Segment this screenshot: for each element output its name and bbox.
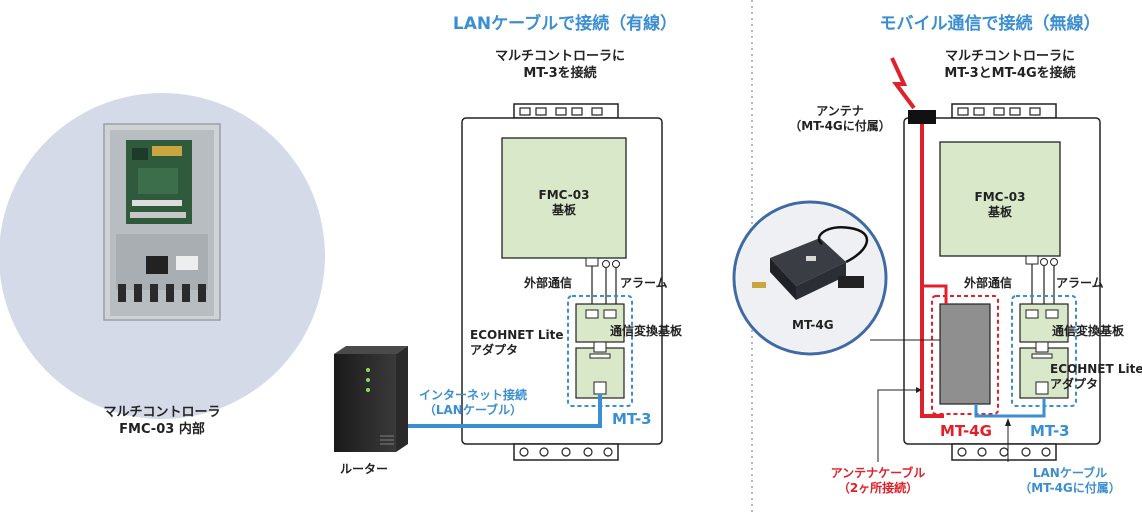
mobile-mt4g-unit: [939, 303, 991, 405]
controller-photo: [103, 123, 221, 321]
lan-ext-comm-label: 外部通信: [524, 276, 573, 290]
mobile-adapter-line1: ECOHNET Lite: [1050, 362, 1142, 376]
mobile-mt3-label: MT-3: [1030, 422, 1070, 440]
lan-internet-line1: インターネット接続: [418, 388, 527, 402]
mobile-lan-cable: [974, 398, 1046, 418]
lan-section-subtitle: マルチコントローラに MT-3を接続: [470, 48, 650, 82]
antenna-cable-line1: アンテナケーブル: [830, 466, 926, 480]
mobile-section-subtitle: マルチコントローラに MT-3とMT-4Gを接続: [920, 48, 1100, 82]
mobile-alarm-label: アラーム: [1056, 276, 1104, 290]
lan-cable: [404, 394, 602, 428]
mobile-ext-comm-label: 外部通信: [964, 276, 1013, 290]
lan-adapter-line2: アダプタ: [470, 343, 519, 357]
mobile-adapter-label: ECOHNET Lite アダプタ: [1050, 362, 1142, 392]
lan-mt3-label: MT-3: [612, 410, 652, 428]
router-graphic: [334, 346, 408, 452]
antenna-cable-line2: （2ヶ所接続）: [837, 481, 919, 495]
lan-adapter-line1: ECOHNET Lite: [470, 328, 564, 342]
mobile-board-line2: 基板: [987, 205, 1012, 219]
lan-board-label: FMC-03 基板: [502, 188, 626, 218]
lan-subtitle-line2: MT-3を接続: [523, 66, 597, 81]
antenna-cable: [920, 118, 944, 418]
mobile-adapter-line2: アダプタ: [1050, 377, 1099, 391]
controller-caption: マルチコントローラ FMC-03 内部: [82, 404, 242, 438]
lan-subtitle-line1: マルチコントローラに: [494, 49, 625, 64]
lan-internet-line2: （LANケーブル）: [423, 403, 523, 417]
mobile-mt4g-outline: [931, 295, 999, 415]
mt4g-photo-label: MT-4G: [792, 318, 834, 332]
lightning-icon: [890, 57, 916, 110]
mobile-mt4g-label: MT-4G: [940, 422, 992, 440]
lan-adapter-label: ECOHNET Lite アダプタ: [470, 328, 564, 358]
lan-fmc-board: [501, 137, 627, 259]
controller-caption-line1: マルチコントローラ: [103, 405, 221, 420]
mobile-section-title: モバイル通信で接続（無線）: [879, 14, 1101, 34]
lan-cable-label: LANケーブル （MT-4Gに付属）: [1010, 466, 1130, 496]
mobile-subtitle-line2: MT-3とMT-4Gを接続: [944, 66, 1076, 81]
lan-cable-line2: （MT-4Gに付属）: [1019, 481, 1121, 495]
lan-section-title: LANケーブルで接続（有線）: [452, 14, 678, 34]
lan-cable-line1: LANケーブル: [1032, 466, 1108, 480]
antenna-cable-leader: [877, 389, 916, 462]
lan-board-line2: 基板: [551, 203, 576, 217]
lan-board-line1: FMC-03: [538, 188, 590, 202]
mobile-board-label: FMC-03 基板: [940, 190, 1060, 220]
antenna-label: アンテナ （MT-4Gに付属）: [780, 104, 900, 134]
mobile-enclosure: [903, 103, 1101, 461]
router-label: ルーター: [340, 462, 389, 476]
mobile-subtitle-line1: マルチコントローラに: [944, 49, 1075, 64]
lan-conv-board-label: 通信変換基板: [610, 324, 683, 338]
mobile-conv-board-label: 通信変換基板: [1052, 324, 1125, 338]
lan-enclosure: [461, 103, 663, 461]
antenna-line1: アンテナ: [816, 104, 864, 118]
lan-internet-label: インターネット接続 （LANケーブル）: [408, 388, 538, 418]
mobile-fmc-board: [939, 141, 1061, 257]
mt4g-photo: [736, 204, 884, 352]
antenna-cable-label: アンテナケーブル （2ヶ所接続）: [818, 466, 938, 496]
controller-caption-line2: FMC-03 内部: [119, 422, 205, 437]
lan-alarm-label: アラーム: [620, 276, 668, 290]
antenna-line2: （MT-4Gに付属）: [789, 119, 891, 133]
antenna-block: [908, 110, 936, 124]
mobile-board-line1: FMC-03: [974, 190, 1026, 204]
